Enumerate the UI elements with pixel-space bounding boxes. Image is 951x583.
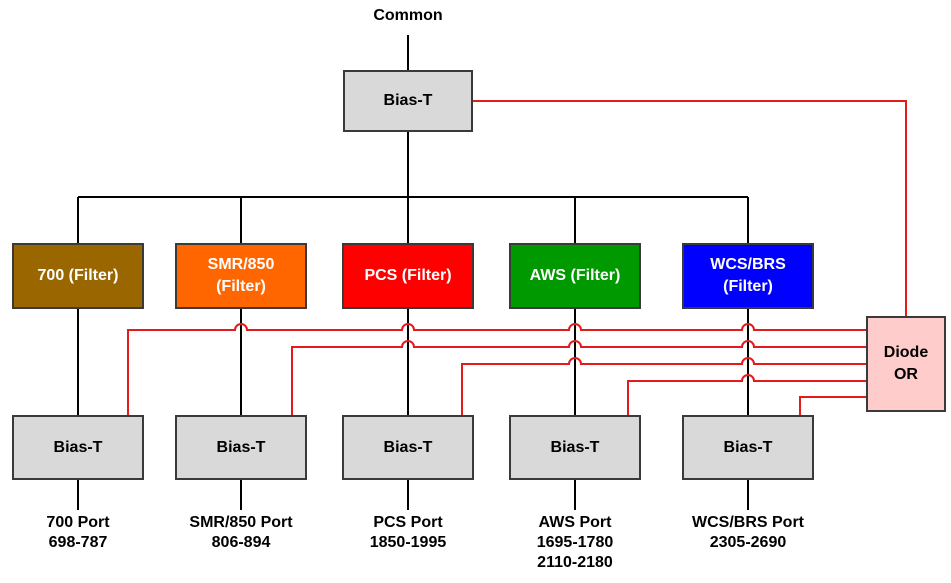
filter-pcs-label: PCS (Filter): [364, 267, 452, 284]
bias-t-aws-box: Bias-T: [509, 415, 641, 480]
filter-pcs-box: PCS (Filter): [342, 243, 474, 309]
port-pcs-label: PCS Port 1850-1995: [318, 513, 498, 553]
bias-t-wcs-brs-label: Bias-T: [723, 438, 773, 456]
top-bias-t-to-diode-wire: [473, 100, 907, 316]
bias-t-700-box: Bias-T: [12, 415, 144, 480]
port-smr-850-name: SMR/850 Port: [189, 514, 293, 531]
bias-t-pcs-label: Bias-T: [383, 438, 433, 456]
bias-t-pcs-box: Bias-T: [342, 415, 474, 480]
filter-smr-850-label: SMR/850 (Filter): [207, 256, 275, 295]
top-bias-t-label: Bias-T: [383, 92, 433, 109]
diode-or-box: Diode OR: [866, 316, 946, 412]
bias-t-700-to-diode-wire: [127, 323, 866, 415]
filter-700-box: 700 (Filter): [12, 243, 144, 309]
port-wcs-brs-range: 2305-2690: [709, 534, 787, 551]
common-label: Common: [373, 7, 443, 24]
port-smr-850-range: 806-894: [211, 534, 271, 551]
filter-wcs-brs-label: WCS/BRS (Filter): [710, 256, 786, 295]
port-pcs-name: PCS Port: [373, 514, 443, 531]
bias-t-aws-label: Bias-T: [550, 438, 600, 456]
top-bias-t-box: Bias-T: [343, 70, 473, 132]
port-smr-850-label: SMR/850 Port 806-894: [151, 513, 331, 553]
filter-aws-box: AWS (Filter): [509, 243, 641, 309]
port-pcs-range: 1850-1995: [369, 534, 447, 551]
port-700-range: 698-787: [48, 534, 108, 551]
port-wcs-brs-name: WCS/BRS Port: [692, 514, 804, 531]
bias-t-smr-850-label: Bias-T: [216, 438, 266, 456]
port-aws-range-1: 1695-1780: [536, 534, 614, 551]
port-wcs-brs-label: WCS/BRS Port 2305-2690: [658, 513, 838, 553]
port-700-label: 700 Port 698-787: [0, 513, 168, 553]
filter-wcs-brs-box: WCS/BRS (Filter): [682, 243, 814, 309]
bias-t-700-label: Bias-T: [53, 438, 103, 456]
bias-t-pcs-to-diode-wire: [461, 357, 866, 415]
bias-t-wcs-brs-box: Bias-T: [682, 415, 814, 480]
diode-or-label: Diode OR: [883, 344, 929, 383]
bias-t-aws-to-diode-wire: [627, 374, 866, 415]
filter-aws-label: AWS (Filter): [529, 267, 621, 284]
bias-t-smr-850-box: Bias-T: [175, 415, 307, 480]
bias-t-wcs-to-diode-wire: [799, 396, 866, 415]
port-aws-label: AWS Port 1695-1780 2110-2180: [485, 513, 665, 573]
filter-700-label: 700 (Filter): [37, 267, 119, 284]
filter-smr-850-box: SMR/850 (Filter): [175, 243, 307, 309]
port-aws-name: AWS Port: [538, 514, 612, 531]
port-aws-range-2: 2110-2180: [537, 554, 613, 571]
port-700-name: 700 Port: [46, 514, 110, 531]
bias-t-smr-to-diode-wire: [291, 340, 866, 415]
